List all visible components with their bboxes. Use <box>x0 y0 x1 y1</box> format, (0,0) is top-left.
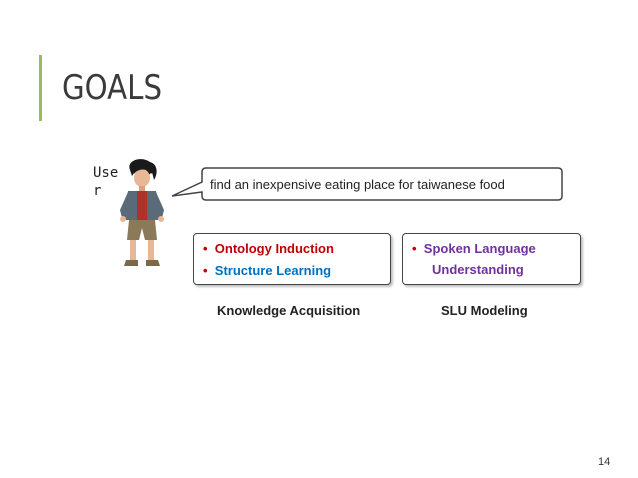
bullet-dot: • <box>203 263 208 278</box>
bullet-understanding: Understanding <box>432 262 524 277</box>
knowledge-acquisition-box <box>193 233 391 285</box>
user-character-illustration <box>120 159 164 266</box>
speech-bubble-text: find an inexpensive eating place for tai… <box>210 177 505 192</box>
slu-modeling-box <box>402 233 581 285</box>
caption-knowledge-acquisition: Knowledge Acquisition <box>217 303 361 318</box>
bullet-label: Spoken Language <box>423 241 536 256</box>
user-label: User <box>93 165 119 199</box>
bullet-ontology-induction: • Ontology Induction <box>203 241 334 256</box>
caption-slu-modeling: SLU Modeling <box>441 303 528 318</box>
bullet-structure-learning: • Structure Learning <box>203 263 331 278</box>
bullet-spoken-language: • Spoken Language <box>412 241 536 256</box>
slide-title: GOALS <box>62 68 163 108</box>
bullet-label: Structure Learning <box>214 263 332 278</box>
bullet-label: Ontology Induction <box>214 241 334 256</box>
title-accent-bar <box>39 55 42 121</box>
bullet-dot: • <box>203 241 208 256</box>
bullet-dot: • <box>412 241 417 256</box>
speech-bubble <box>171 167 563 201</box>
page-number: 14 <box>598 456 611 468</box>
